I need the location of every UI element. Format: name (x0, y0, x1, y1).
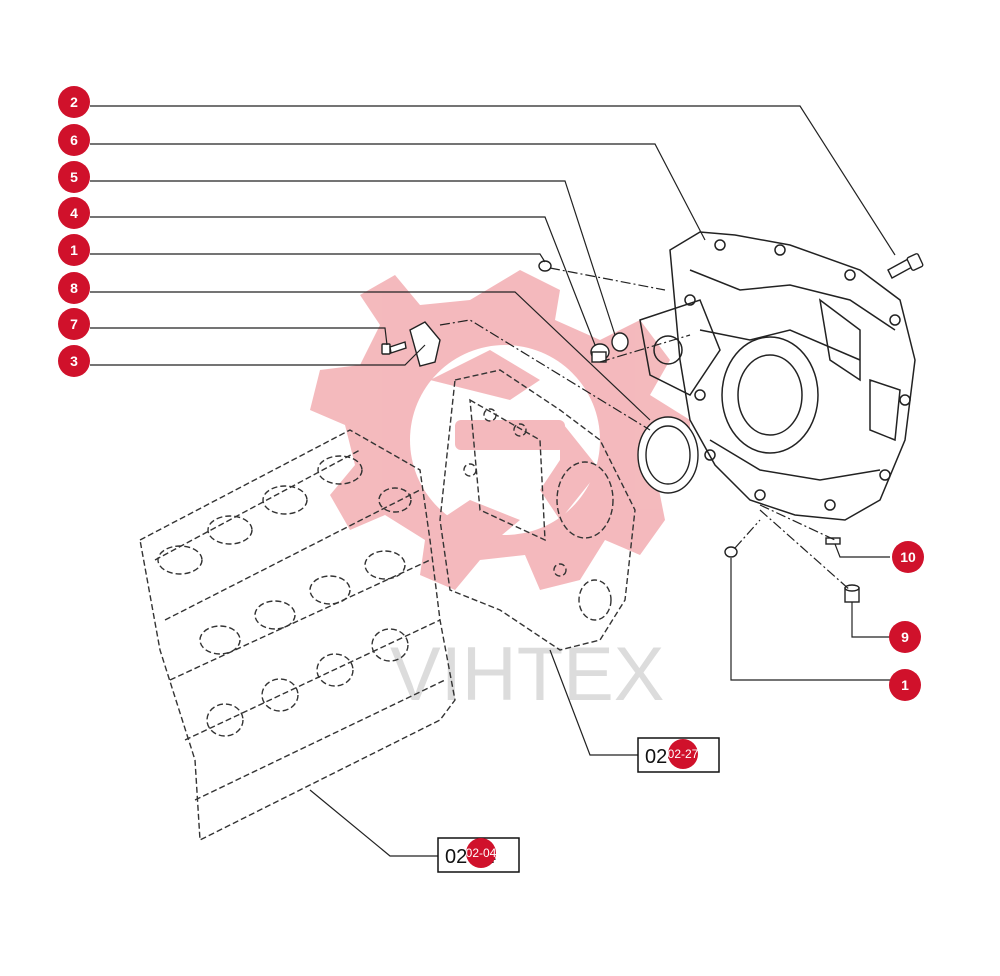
callout-badges: 2 6 5 4 1 8 7 3 (58, 86, 924, 701)
pin-part (825, 537, 841, 545)
engine-block (139, 429, 456, 842)
callout-7[interactable]: 7 (58, 308, 90, 340)
plug-part (538, 260, 552, 272)
callout-label: 9 (901, 629, 909, 645)
callout-label: 4 (70, 205, 78, 221)
callout-label: 5 (70, 169, 78, 185)
threaded-plug-part (590, 343, 610, 363)
gear-housing (439, 369, 636, 651)
reference-box-02-27[interactable]: 02-27 02-27 (637, 737, 720, 773)
dowel-part (844, 584, 860, 603)
reference-badge-text: 02-04 (466, 846, 497, 860)
callout-label: 7 (70, 316, 78, 332)
callout-2[interactable]: 2 (58, 86, 90, 118)
bolt-part (887, 253, 924, 279)
cover-part (409, 321, 441, 367)
callout-5[interactable]: 5 (58, 161, 90, 193)
watermark-text: VIHTEX (390, 632, 665, 717)
flywheel-housing (639, 231, 916, 521)
watermark-logo: VIHTEX (310, 270, 690, 717)
callout-label: 1 (70, 242, 78, 258)
callout-label: 3 (70, 353, 78, 369)
callout-label: 1 (901, 677, 909, 693)
reference-badge-text: 02-27 (668, 747, 699, 761)
small-parts (381, 253, 924, 603)
callout-1-lower[interactable]: 1 (889, 669, 921, 701)
callout-4[interactable]: 4 (58, 197, 90, 229)
oring-part (611, 332, 629, 352)
callout-10[interactable]: 10 (892, 541, 924, 573)
callout-8[interactable]: 8 (58, 272, 90, 304)
callout-3[interactable]: 3 (58, 345, 90, 377)
leader-lines (90, 105, 896, 857)
plug-lower-part (724, 546, 738, 558)
callout-1-upper[interactable]: 1 (58, 234, 90, 266)
callout-label: 6 (70, 132, 78, 148)
screw-part (381, 341, 407, 355)
oil-seal-part (637, 416, 699, 494)
callout-label: 8 (70, 280, 78, 296)
alignment-lines (439, 267, 851, 591)
callout-9[interactable]: 9 (889, 621, 921, 653)
callout-label: 10 (900, 549, 916, 565)
reference-box-02-04[interactable]: 02-04 02-04 (437, 837, 520, 873)
callout-6[interactable]: 6 (58, 124, 90, 156)
callout-label: 2 (70, 94, 78, 110)
